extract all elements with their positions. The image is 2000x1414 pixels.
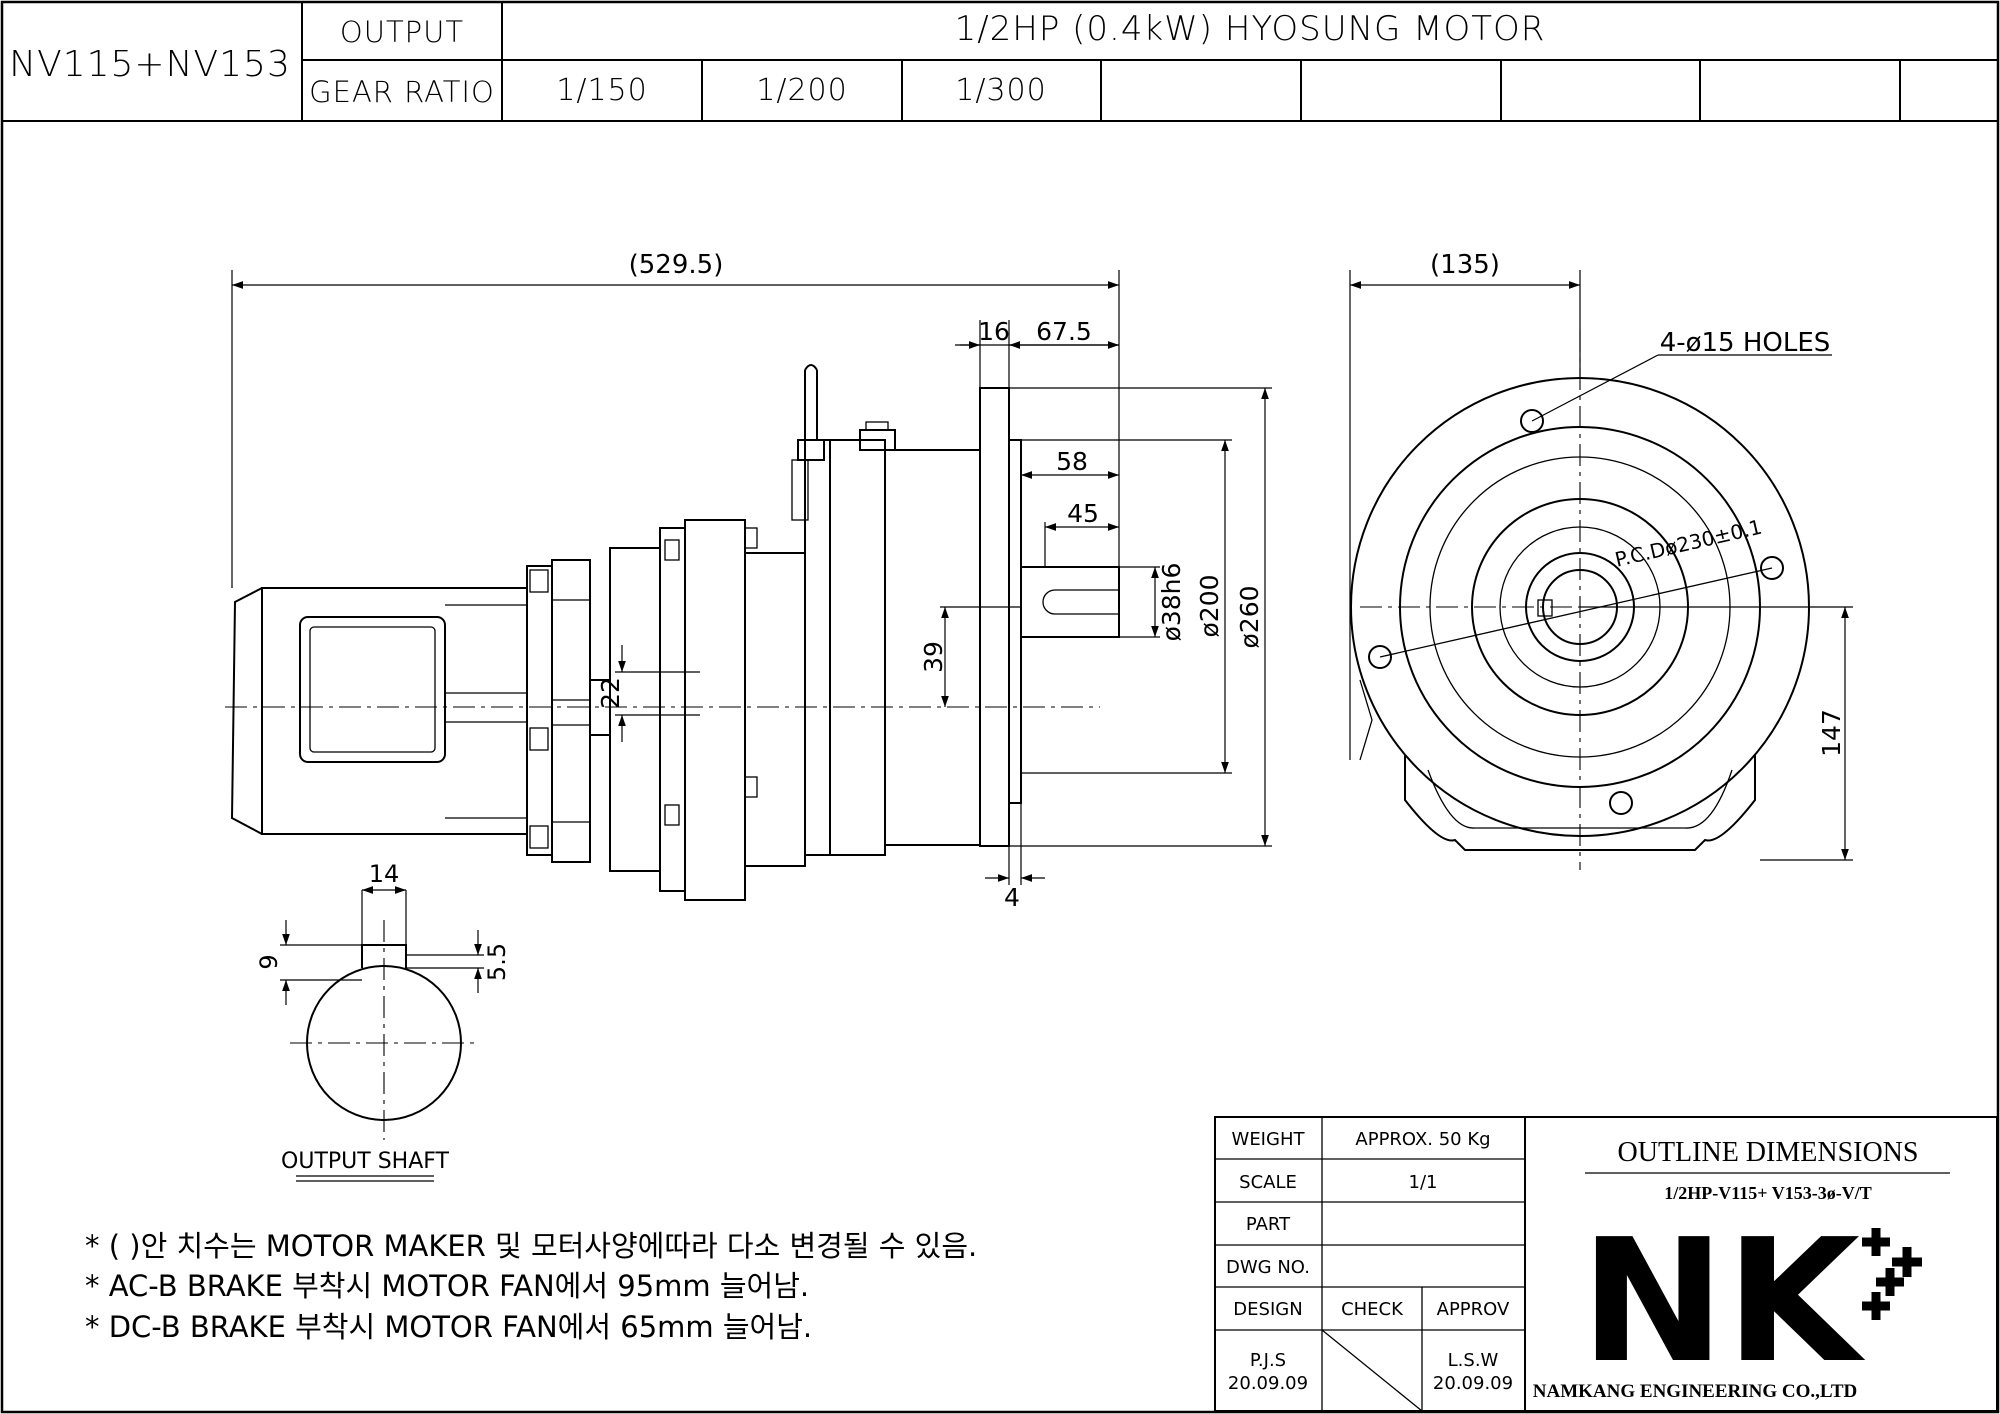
check-label: CHECK [1341,1299,1404,1320]
design-date: 20.09.09 [1228,1373,1308,1394]
dim-58: 58 [1056,447,1088,476]
side-view [225,364,1120,901]
dim-5-5: 5.5 [483,943,511,981]
ratio-cell: 1/150 [556,73,647,108]
dwg-label: DWG NO. [1226,1257,1310,1278]
gear-ratio-label: GEAR RATIO [309,75,495,109]
dim-16: 16 [978,317,1010,346]
design-label: DESIGN [1233,1299,1302,1320]
model-name: NV115+NV153 [9,44,291,85]
weight-label: WEIGHT [1232,1129,1306,1150]
approv-name: L.S.W [1448,1350,1499,1371]
design-name: P.J.S [1250,1350,1286,1371]
shaft-diameter: ø38h6 [1157,563,1186,642]
scale-value: 1/1 [1409,1172,1438,1193]
front-width: (135) [1430,250,1500,280]
note-line: * AC-B BRAKE 부착시 MOTOR FAN에서 95mm 늘어남. [85,1269,809,1303]
drawing-subtitle: 1/2HP-V115+ V153-3ø-V/T [1664,1183,1871,1203]
dim-9: 9 [255,954,283,969]
front-height: 147 [1817,709,1846,757]
pcd-callout: P.C.Dø230±0.1 [1613,515,1765,572]
dim-67-5: 67.5 [1036,317,1092,346]
approv-date: 20.09.09 [1433,1373,1513,1394]
header-table: NV115+NV153 OUTPUT 1/2HP (0.4kW) HYOSUNG… [2,2,1998,122]
notes: * ( )안 치수는 MOTOR MAKER 및 모터사양에따라 다소 변경될 … [85,1229,977,1344]
part-label: PART [1246,1214,1291,1235]
overall-length: (529.5) [629,250,724,280]
output-value: 1/2HP (0.4kW) HYOSUNG MOTOR [955,9,1546,49]
pilot-diameter: ø200 [1195,574,1224,637]
front-view-dimensions: (135) 4-ø15 HOLES P.C.Dø230±0.1 147 [1349,250,1853,861]
ratio-cell: 1/200 [756,73,847,108]
front-view [1350,330,1832,870]
output-label: OUTPUT [340,15,464,49]
dim-45: 45 [1067,499,1099,528]
company-name: NAMKANG ENGINEERING CO.,LTD [1533,1381,1857,1402]
output-shaft-detail: 14 9 5.5 OUTPUT SHAFT [255,860,511,1182]
flange-diameter: ø260 [1235,585,1264,648]
note-line: * DC-B BRAKE 부착시 MOTOR FAN에서 65mm 늘어남. [85,1310,812,1344]
dim-39: 39 [919,641,948,673]
scale-label: SCALE [1239,1172,1297,1193]
drawing-title: OUTLINE DIMENSIONS [1618,1137,1919,1168]
ratio-cell: 1/300 [955,73,1046,108]
logo-text: NK [1580,1203,1865,1401]
title-block: WEIGHT APPROX. 50 Kg SCALE 1/1 PART DWG … [1214,1116,1998,1412]
weight-value: APPROX. 50 Kg [1355,1129,1490,1150]
dim-22: 22 [596,677,625,709]
dim-4: 4 [1004,883,1020,912]
side-view-dimensions: (529.5) 16 67.5 58 45 39 22 ø38h6 [231,250,1272,912]
holes-callout: 4-ø15 HOLES [1660,328,1831,358]
nk-logo: NK [1580,1203,1922,1401]
approv-label: APPROV [1437,1299,1510,1320]
output-shaft-title: OUTPUT SHAFT [281,1149,449,1174]
note-line: * ( )안 치수는 MOTOR MAKER 및 모터사양에따라 다소 변경될 … [85,1229,977,1263]
key-width: 14 [369,860,400,888]
